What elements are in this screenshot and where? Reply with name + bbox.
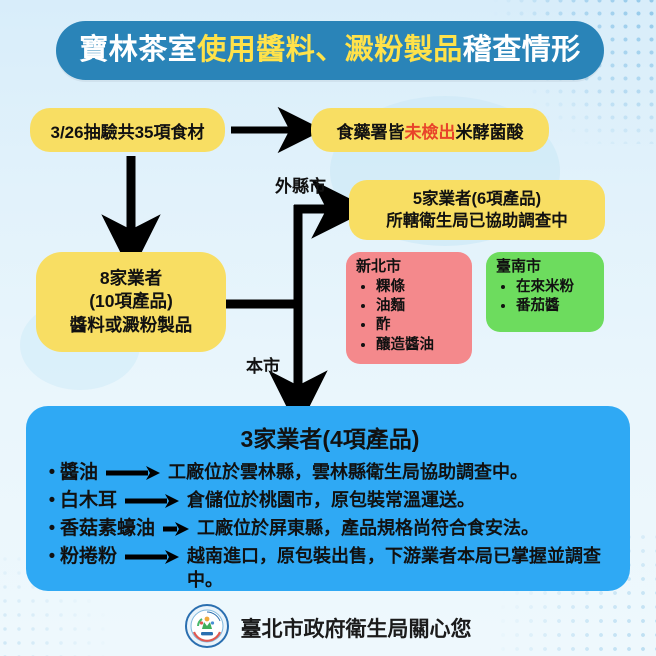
page-title-part-2: 稽查情形 — [462, 34, 581, 66]
bullet-icon: • — [48, 462, 56, 483]
other-city-line-2: 所轄衛生局已協助調查中 — [386, 212, 568, 230]
product-name: 粉捲粉 — [60, 546, 118, 567]
list-item: 粿條 — [376, 278, 464, 297]
arrow-right-icon — [123, 544, 181, 570]
box-eight-vendors: 8家業者 (10項產品) 醬料或澱粉製品 — [36, 252, 226, 352]
tfda-highlight: 未檢出 — [404, 122, 456, 142]
box-tfda-text: 食藥署皆未檢出米酵菌酸 — [337, 118, 524, 143]
arrow-right-icon — [123, 488, 181, 514]
bullet-icon: • — [48, 546, 56, 567]
box-sampling-summary: 3/26抽驗共35項食材 — [30, 108, 225, 152]
tfda-suffix: 米酵菌酸 — [455, 122, 524, 142]
product-status: 越南進口，原包裝出售，下游業者本局已掌握並調查中。 — [187, 546, 602, 591]
list-item: • 白木耳 倉儲位於桃園市，原包裝常溫運送。 — [44, 488, 616, 514]
page-title-bar: 寶林茶室使用醬料、澱粉製品稽查情形 — [56, 21, 604, 80]
vendors8-line-3: 醬料或澱粉製品 — [69, 314, 193, 335]
product-name: 香菇素蠔油 — [60, 518, 156, 539]
product-name: 醬油 — [60, 462, 99, 483]
city-name-new-taipei: 新北市 — [356, 258, 402, 275]
box-sampling-text: 3/26抽驗共35項食材 — [50, 122, 205, 142]
city-product-list-tainan: 在來米粉 番茄醬 — [496, 278, 596, 317]
list-item: • 醬油 工廠位於雲林縣，雲林縣衛生局協助調查中。 — [44, 460, 616, 486]
product-status: 倉儲位於桃園市，原包裝常溫運送。 — [187, 490, 476, 510]
box-city-new-taipei: 新北市 粿條 油麵 酢 釀造醬油 — [346, 252, 472, 364]
other-city-line-1: 5家業者(6項產品) — [412, 189, 542, 208]
bottom-panel-title: 3家業者(4項產品) — [240, 426, 420, 452]
arrow-right-icon — [104, 460, 162, 486]
bullet-icon: • — [48, 518, 56, 539]
branch-label-outer-city: 外縣市 — [275, 177, 326, 196]
taipei-health-department-seal-icon — [184, 603, 229, 653]
bullet-icon: • — [48, 490, 56, 511]
city-product-list-new-taipei: 粿條 油麵 酢 釀造醬油 — [356, 278, 464, 355]
city-name-tainan: 臺南市 — [496, 258, 542, 275]
list-item: 在來米粉 — [516, 278, 596, 297]
vendors8-line-2: (10項產品) — [89, 291, 173, 312]
list-item: 油麵 — [376, 297, 464, 316]
page-title: 寶林茶室使用醬料、澱粉製品稽查情形 — [79, 36, 581, 65]
box-tfda-result: 食藥署皆未檢出米酵菌酸 — [311, 108, 549, 152]
list-item: • 粉捲粉 越南進口，原包裝出售，下游業者本局已掌握並調查中。 — [44, 544, 616, 593]
product-status: 工廠位於屏東縣，產品規格尚符合食安法。 — [197, 518, 540, 538]
product-name: 白木耳 — [60, 490, 118, 511]
list-item: 釀造醬油 — [376, 336, 464, 355]
vendors8-line-1: 8家業者 — [99, 267, 163, 288]
arrow-right-icon — [161, 516, 191, 542]
box-local-vendors-panel: 3家業者(4項產品) • 醬油 工廠位於雲林縣，雲林縣衛生局協助調查中。 • 白… — [26, 406, 630, 591]
product-status: 工廠位於雲林縣，雲林縣衛生局協助調查中。 — [168, 462, 529, 482]
box-other-city-vendors: 5家業者(6項產品) 所轄衛生局已協助調查中 — [349, 180, 605, 240]
list-item: • 香菇素蠔油 工廠位於屏東縣，產品規格尚符合食安法。 — [44, 516, 616, 542]
footer: 臺北市政府衛生局關心您 — [0, 600, 656, 656]
branch-label-local-city: 本市 — [246, 357, 280, 376]
page-title-part-highlight: 使用醬料、澱粉製品 — [197, 34, 463, 66]
page-title-part-1: 寶林茶室 — [79, 34, 198, 66]
box-city-tainan: 臺南市 在來米粉 番茄醬 — [486, 252, 604, 332]
tfda-prefix: 食藥署皆 — [336, 122, 405, 142]
list-item: 番茄醬 — [516, 297, 596, 316]
list-item: 酢 — [376, 316, 464, 335]
footer-text: 臺北市政府衛生局關心您 — [240, 618, 472, 641]
